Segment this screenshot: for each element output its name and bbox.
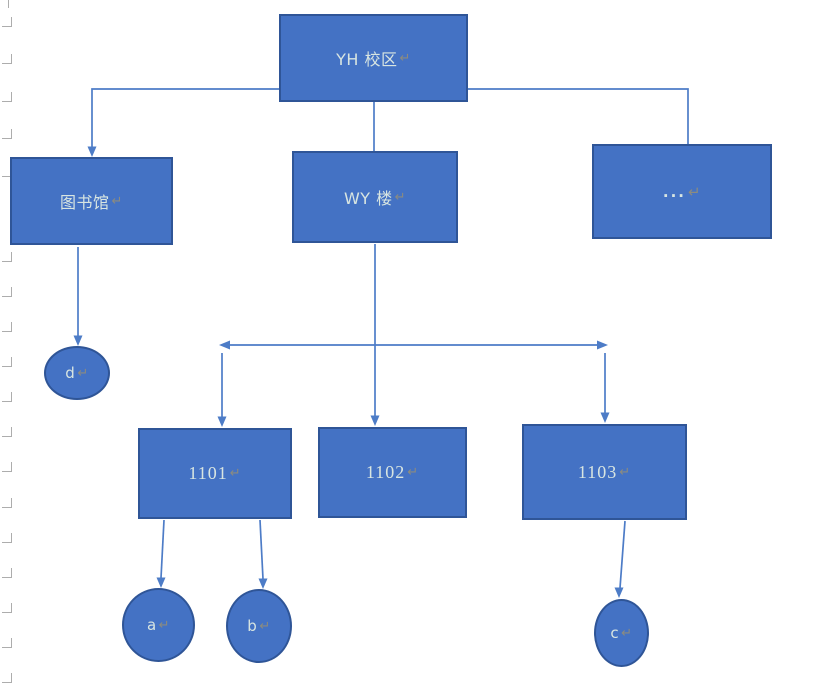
connector-yh-to-dots[interactable] bbox=[468, 88, 689, 144]
arrowhead-1101 bbox=[217, 416, 227, 427]
return-mark-icon: ↵ bbox=[229, 466, 242, 481]
arrowhead-b bbox=[258, 578, 268, 589]
paragraph-mark bbox=[2, 673, 12, 683]
return-mark-icon: ↵ bbox=[407, 465, 420, 480]
node-library[interactable]: 图书馆↵ bbox=[10, 157, 173, 245]
arrowhead-c bbox=[614, 587, 624, 598]
node-room-1103[interactable]: 1103↵ bbox=[522, 424, 687, 520]
node-c[interactable]: c↵ bbox=[594, 599, 649, 667]
paragraph-mark bbox=[2, 638, 12, 648]
node-yh-campus[interactable]: YH 校区↵ bbox=[279, 14, 468, 102]
paragraph-mark bbox=[2, 92, 12, 102]
arrowhead-split-right bbox=[597, 340, 608, 350]
node-label: c bbox=[610, 624, 620, 642]
paragraph-mark bbox=[2, 129, 12, 139]
node-label: 1101 bbox=[188, 463, 228, 483]
paragraph-mark bbox=[2, 252, 12, 262]
node-label: a bbox=[146, 616, 157, 634]
return-mark-icon: ↵ bbox=[619, 464, 632, 480]
node-a[interactable]: a↵ bbox=[122, 588, 195, 662]
arrowhead-split-left bbox=[219, 340, 230, 350]
return-mark-icon: ↵ bbox=[394, 189, 407, 205]
paragraph-mark bbox=[2, 392, 12, 402]
node-label: 图书馆 bbox=[60, 193, 110, 212]
node-wy-building[interactable]: WY 楼↵ bbox=[292, 151, 458, 243]
connector-yh-to-library[interactable] bbox=[91, 88, 279, 147]
paragraph-mark bbox=[2, 357, 12, 367]
paragraph-mark bbox=[2, 427, 12, 437]
node-label: 1102 bbox=[365, 462, 406, 482]
paragraph-mark bbox=[2, 54, 12, 64]
paragraph-mark bbox=[2, 287, 12, 297]
paragraph-mark bbox=[2, 603, 12, 613]
node-label: YH 校区 bbox=[336, 50, 398, 69]
arrowhead-1103 bbox=[600, 412, 610, 423]
paragraph-mark bbox=[2, 498, 12, 508]
node-room-1101[interactable]: 1101↵ bbox=[138, 428, 292, 519]
node-label: d bbox=[65, 364, 76, 382]
return-mark-icon: ↵ bbox=[688, 182, 702, 201]
node-b[interactable]: b↵ bbox=[226, 589, 292, 663]
connector-1101-to-a[interactable] bbox=[160, 519, 165, 579]
arrowhead-d bbox=[73, 335, 83, 346]
node-label: b bbox=[247, 617, 258, 635]
node-d[interactable]: d↵ bbox=[44, 346, 110, 400]
arrowhead-1102 bbox=[370, 415, 380, 426]
arrowhead-library bbox=[87, 146, 97, 157]
paragraph-mark bbox=[2, 322, 12, 332]
node-label: WY 楼 bbox=[343, 189, 393, 208]
node-room-1102[interactable]: 1102↵ bbox=[318, 427, 467, 518]
arrowhead-a bbox=[156, 577, 166, 588]
connector-1103-to-c[interactable] bbox=[619, 520, 626, 589]
node-label: 1103 bbox=[577, 461, 618, 482]
connector-1101-to-b[interactable] bbox=[259, 519, 264, 580]
paragraph-mark bbox=[8, 0, 9, 8]
paragraph-mark bbox=[2, 462, 12, 472]
paragraph-mark bbox=[2, 17, 12, 27]
node-ellipsis[interactable]: ...↵ bbox=[592, 144, 772, 239]
paragraph-mark bbox=[2, 568, 12, 578]
return-mark-icon: ↵ bbox=[158, 617, 171, 633]
return-mark-icon: ↵ bbox=[77, 365, 89, 381]
paragraph-mark bbox=[2, 533, 12, 543]
return-mark-icon: ↵ bbox=[399, 50, 411, 66]
return-mark-icon: ↵ bbox=[111, 193, 123, 209]
return-mark-icon: ↵ bbox=[259, 618, 271, 634]
node-label: ... bbox=[662, 182, 687, 201]
return-mark-icon: ↵ bbox=[621, 625, 633, 641]
